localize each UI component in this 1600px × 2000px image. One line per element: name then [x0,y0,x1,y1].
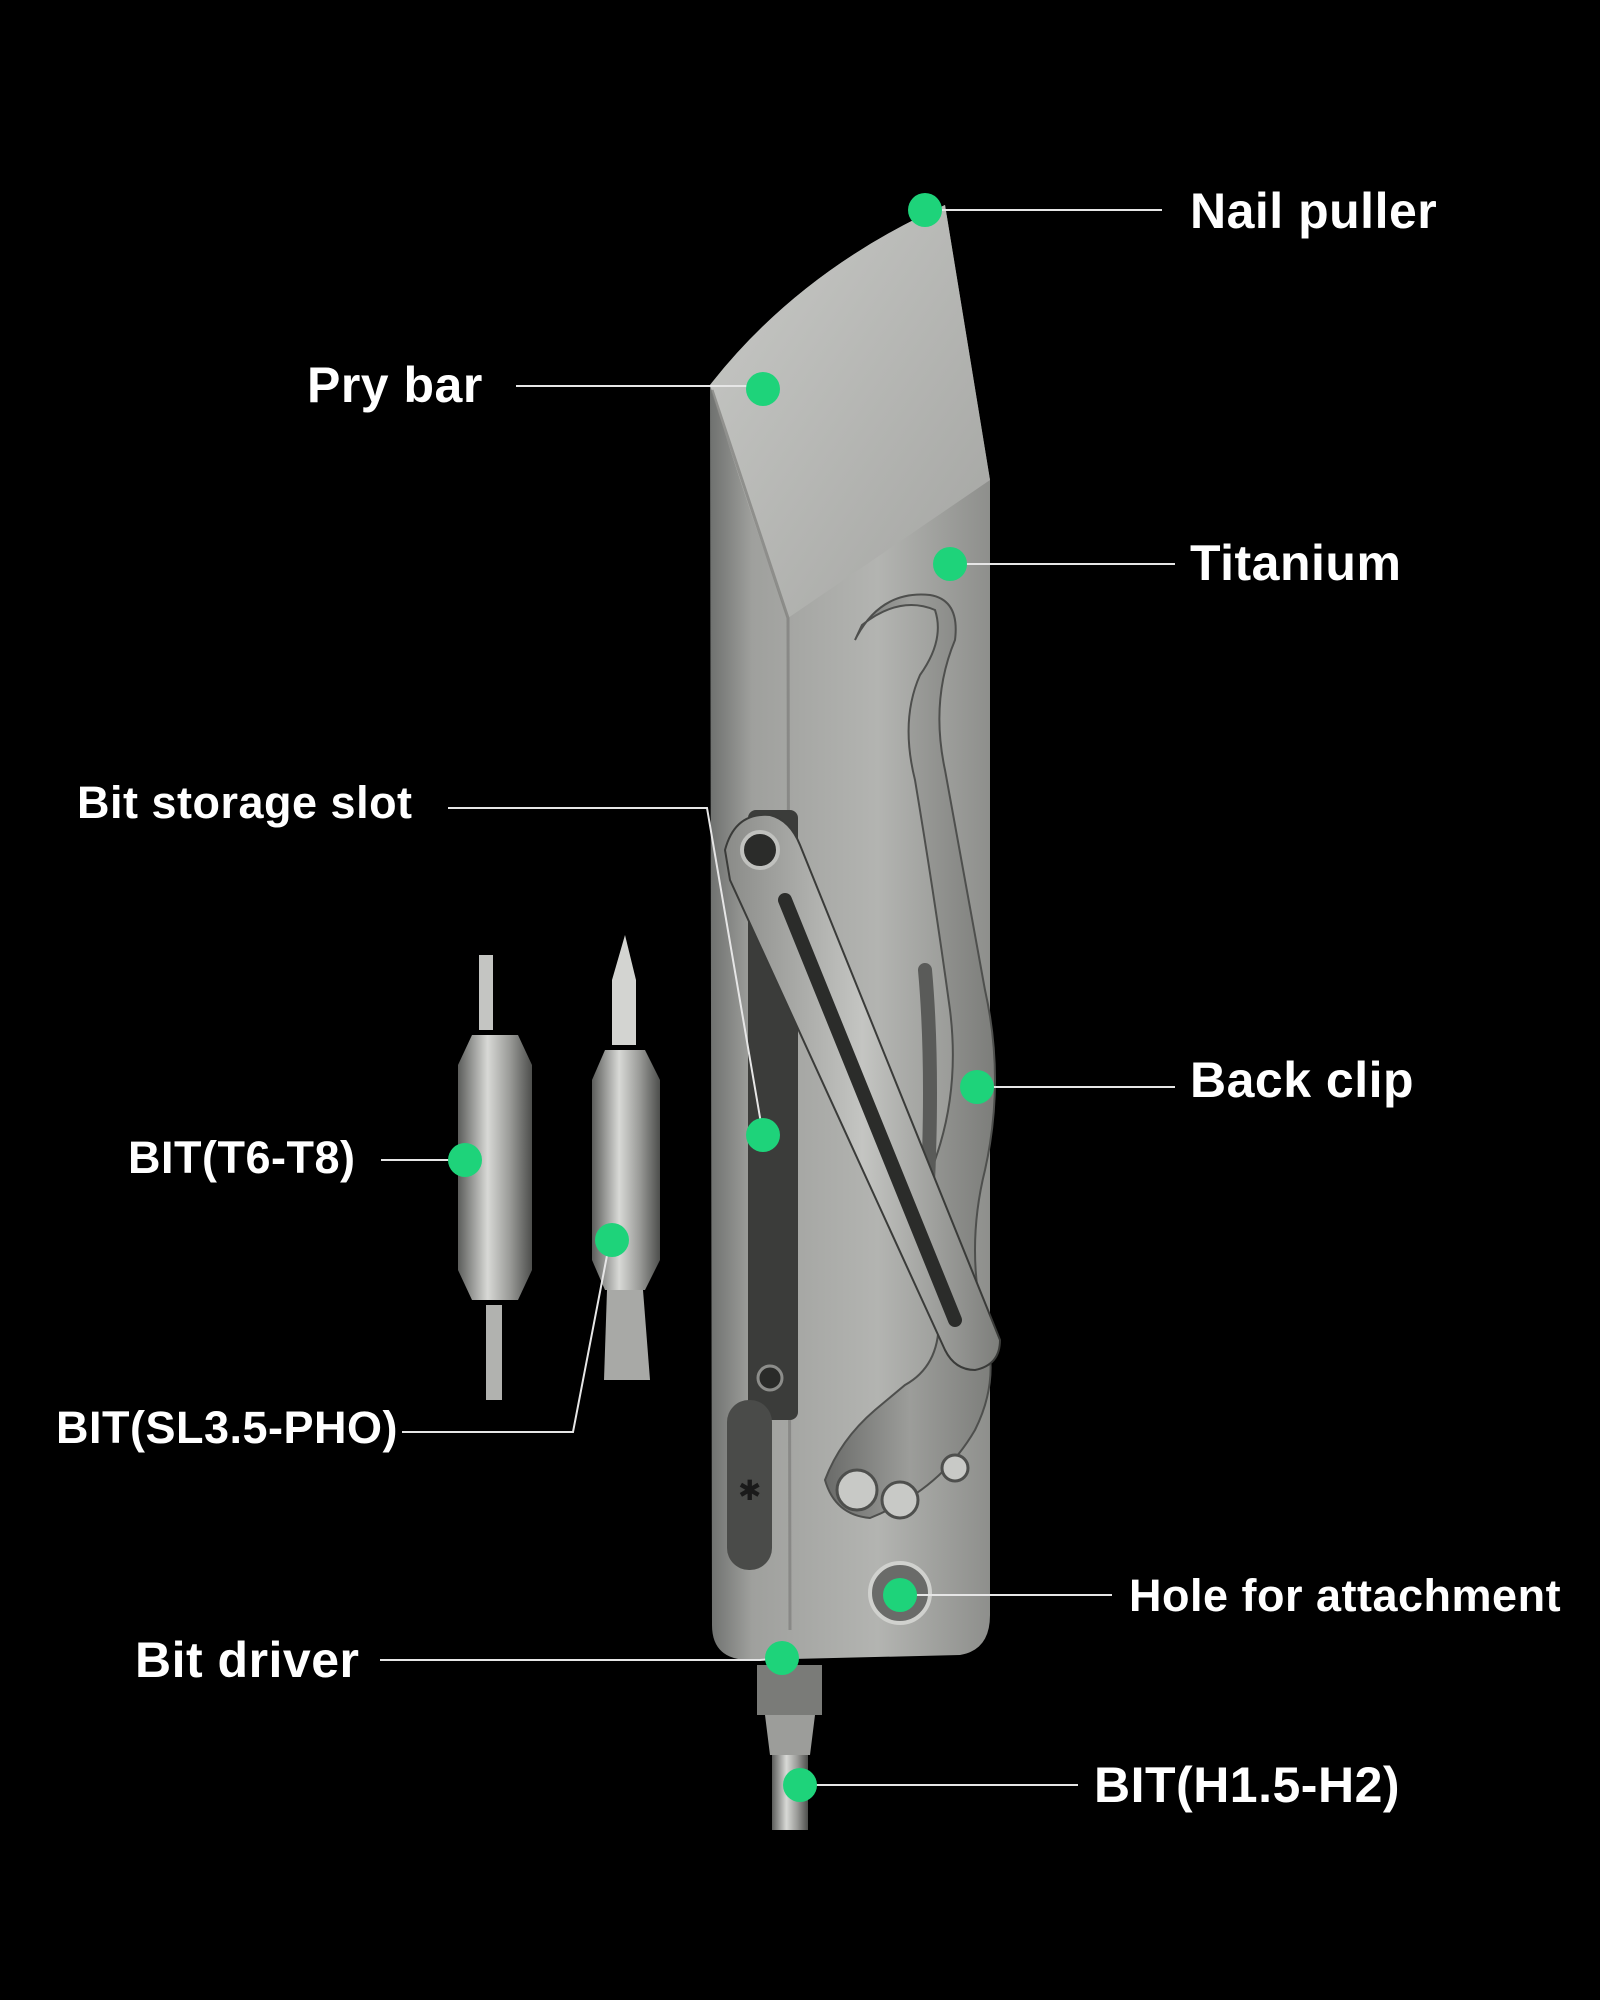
torx-screw-icon: ✱ [738,1475,761,1506]
marker-titanium [933,547,967,581]
slotted-tip [604,1290,650,1380]
bit-body-t6-t8 [458,1035,532,1300]
clip-screw-2 [880,1480,920,1520]
side-screw-plate [727,1400,772,1570]
marker-bit-sl-ph [595,1223,629,1257]
label-bit-sl-ph: BIT(SL3.5-PHO) [56,1402,399,1453]
label-bit-t6-t8: BIT(T6-T8) [128,1132,356,1183]
torx-tip-top [479,955,493,1030]
marker-bit-storage-slot [746,1118,780,1152]
clip-screw-3 [940,1453,970,1483]
label-nail-puller: Nail puller [1190,183,1438,239]
loose-bit-sl-ph [592,935,660,1380]
marker-bit-t6-t8 [448,1143,482,1177]
leader-bit-sl-ph [402,1239,611,1433]
torx-tip-bottom [486,1305,502,1400]
marker-back-clip [960,1070,994,1104]
leader-bit-storage-slot [448,807,764,1136]
link-bar-slot [778,893,962,1327]
bit-driver-socket [757,1665,822,1715]
bit-holder-link [723,813,1002,1372]
phillips-tip [612,935,636,1045]
bit-driver-tip [757,1665,822,1830]
leader-bit-driver [380,1657,783,1661]
marker-hole [883,1578,917,1612]
marker-bit-h15-h2 [783,1768,817,1802]
label-titanium: Titanium [1190,535,1402,591]
label-hole-for-attachment: Hole for attachment [1129,1570,1562,1621]
label-pry-bar: Pry bar [307,357,483,413]
clip-screw-1 [835,1468,879,1512]
label-back-clip: Back clip [1190,1052,1415,1108]
callout-lines [380,209,1175,1786]
bit-body-sl-ph [592,1050,660,1290]
label-bit-driver: Bit driver [135,1632,360,1688]
label-bit-h15-h2: BIT(H1.5-H2) [1094,1757,1401,1813]
label-bit-storage-slot: Bit storage slot [77,777,413,828]
link-pivot-screw [740,830,780,870]
tool-body: ✱ [710,205,990,1660]
marker-nail-puller [908,193,942,227]
bit-driver-neck [765,1715,815,1755]
marker-bit-driver [765,1641,799,1675]
slot-screw [756,1364,784,1392]
pry-bar-head [710,205,990,618]
loose-bit-t6-t8 [458,955,532,1400]
marker-pry-bar [746,372,780,406]
